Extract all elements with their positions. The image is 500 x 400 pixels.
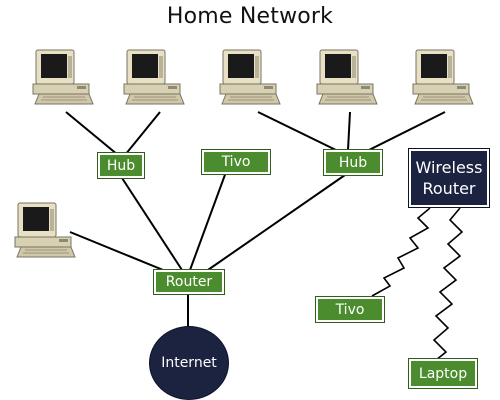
tivo-node: Tivo (201, 149, 271, 175)
desktop-computer-icon (32, 49, 94, 105)
desktop-computer-icon (123, 49, 185, 105)
laptop-node: Laptop (408, 358, 478, 389)
link-tivo-router (189, 171, 227, 271)
link-pc2-hub-left (124, 111, 161, 156)
link-hub-right-router (204, 174, 346, 273)
internet-node: Internet (150, 327, 228, 399)
desktop-computer-icon (14, 202, 76, 258)
link-pc4-hub-right (347, 111, 351, 151)
tivo-wireless-node: Tivo (315, 296, 385, 323)
diagram-title: Home Network (166, 4, 334, 29)
desktop-computer-icon (219, 49, 281, 105)
hub-left-node: Hub (97, 152, 145, 179)
link-pc3-hub-right (257, 111, 341, 153)
hub-right-node: Hub (323, 149, 383, 176)
wireless-link-tivo (371, 207, 431, 297)
wireless-router-node: Wireless Router (408, 148, 490, 208)
desktop-computer-icon (412, 49, 474, 105)
desktop-computer-icon (316, 49, 378, 105)
link-pc5-hub-right (364, 111, 446, 153)
link-hub-left-router (121, 177, 183, 271)
link-pc6-router (69, 231, 169, 273)
router-node: Router (153, 269, 225, 295)
link-pc1-hub-left (65, 111, 119, 156)
wireless-link-laptop (432, 207, 464, 361)
